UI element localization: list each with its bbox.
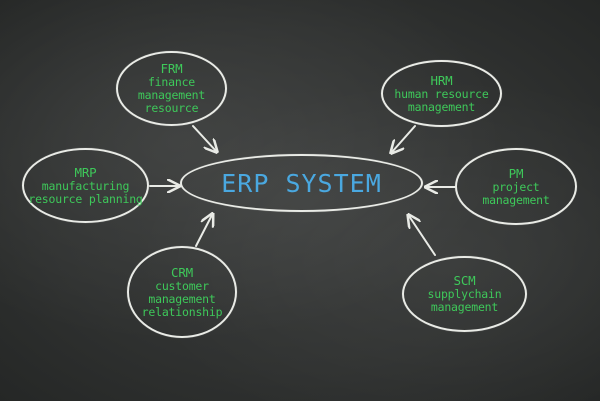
- pm-abbr: PM: [508, 165, 524, 181]
- hrm-abbr: HRM: [430, 72, 453, 88]
- hrm-line-2: management: [407, 99, 476, 114]
- pm-line-2: management: [482, 192, 550, 207]
- scm-abbr: SCM: [453, 273, 476, 288]
- crm-abbr: CRM: [171, 264, 193, 280]
- arrow-frm-to-center: [192, 125, 216, 151]
- arrow-scm-to-center: [409, 216, 436, 256]
- scm-line-2: management: [430, 300, 499, 314]
- arrow-hrm-to-center: [392, 125, 416, 152]
- scm-line-1: supplychain: [427, 287, 502, 301]
- pm-node: PM project management: [455, 148, 577, 225]
- crm-line-3: relationship: [141, 304, 223, 319]
- frm-line-3: resource: [144, 101, 199, 115]
- frm-abbr: FRM: [160, 61, 183, 76]
- mrp-line-2: resource planning: [28, 191, 143, 206]
- scm-node: SCM supplychain management: [402, 256, 527, 332]
- hrm-line-1: human resource: [394, 86, 489, 101]
- frm-node: FRM finance management resource: [116, 51, 227, 126]
- crm-node: CRM customer management relationship: [127, 246, 237, 338]
- mrp-abbr: MRP: [74, 164, 97, 180]
- frm-line-2: management: [137, 88, 206, 102]
- frm-line-1: finance: [147, 75, 196, 89]
- hrm-node: HRM human resource management: [381, 60, 502, 127]
- arrow-crm-to-center: [195, 215, 212, 247]
- mrp-node: MRP manufacturing resource planning: [22, 148, 149, 223]
- mrp-line-1: manufacturing: [41, 178, 130, 193]
- erp-system-label: ERP SYSTEM: [221, 168, 382, 198]
- crm-line-2: management: [148, 291, 216, 306]
- erp-system-center-node: ERP SYSTEM: [180, 154, 423, 212]
- crm-line-1: customer: [155, 278, 209, 293]
- pm-line-1: project: [492, 179, 540, 194]
